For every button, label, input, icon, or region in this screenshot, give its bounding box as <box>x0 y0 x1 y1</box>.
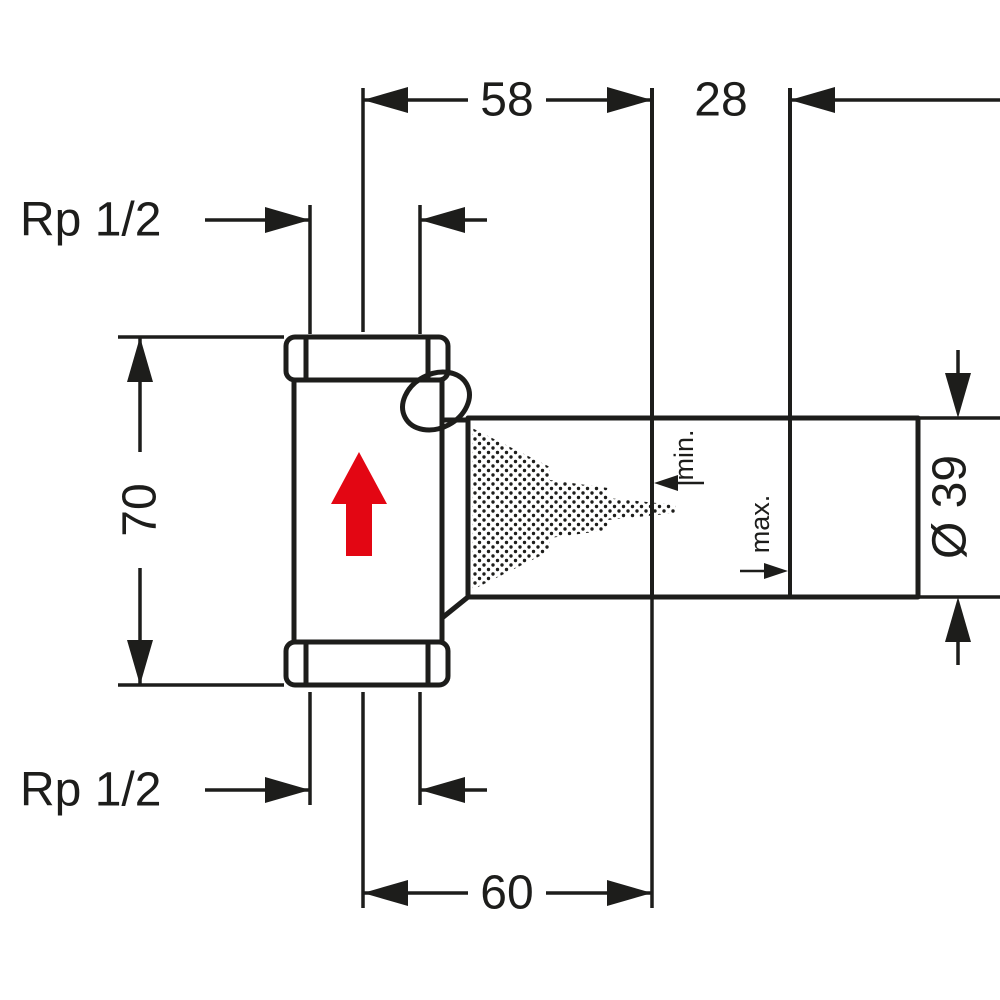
spindle-cone <box>472 428 676 590</box>
dimension-58-label: 58 <box>480 74 533 127</box>
dimension-70: 70 <box>114 335 284 687</box>
arrowhead-up-icon <box>945 597 971 642</box>
arrowhead-down-icon <box>945 373 971 418</box>
body-housing-connector-bottom <box>440 595 470 620</box>
max-label: max. <box>745 495 775 554</box>
valve-front-view <box>283 334 472 688</box>
arrowhead-left-icon <box>790 87 835 113</box>
installation-housing <box>465 88 921 600</box>
dimension-70-label: 70 <box>114 483 167 536</box>
arrowhead-up-icon <box>127 337 153 382</box>
valve-body <box>291 377 445 645</box>
thread-callout-bottom: Rp 1/2 <box>20 692 487 817</box>
arrowhead-right-icon <box>265 207 310 233</box>
thread-bottom-label: Rp 1/2 <box>20 764 161 817</box>
arrowhead-right-icon <box>607 880 652 906</box>
thread-top-label: Rp 1/2 <box>20 194 161 247</box>
arrowhead-right-icon <box>607 87 652 113</box>
arrowhead-left-icon <box>420 207 465 233</box>
arrowhead-left-icon <box>363 87 408 113</box>
min-callout: min. <box>654 429 704 491</box>
dimension-28-label: 28 <box>694 74 747 127</box>
flow-direction-arrow-icon <box>331 452 387 556</box>
bottom-union-nut <box>283 639 451 688</box>
arrowhead-down-icon <box>127 640 153 685</box>
top-union-nut <box>283 334 451 383</box>
housing-outline <box>465 415 921 600</box>
dimension-58: 58 <box>361 74 652 332</box>
dimension-60: 60 <box>361 597 654 920</box>
arrowhead-left-icon <box>420 777 465 803</box>
max-callout: max. <box>740 495 788 579</box>
arrowhead-left-icon <box>363 880 408 906</box>
dimension-diameter-39: Ø 39 <box>918 350 1000 665</box>
dimension-60-label: 60 <box>480 867 533 920</box>
min-label: min. <box>669 429 699 480</box>
max-arrowhead-icon <box>764 563 788 579</box>
min-arrowhead-icon <box>654 475 678 491</box>
dimension-diameter-label: Ø 39 <box>924 455 977 559</box>
arrowhead-right-icon <box>265 777 310 803</box>
handle-loop <box>400 369 472 433</box>
thread-callout-top: Rp 1/2 <box>20 194 487 334</box>
dimension-28: 28 <box>694 74 1000 127</box>
